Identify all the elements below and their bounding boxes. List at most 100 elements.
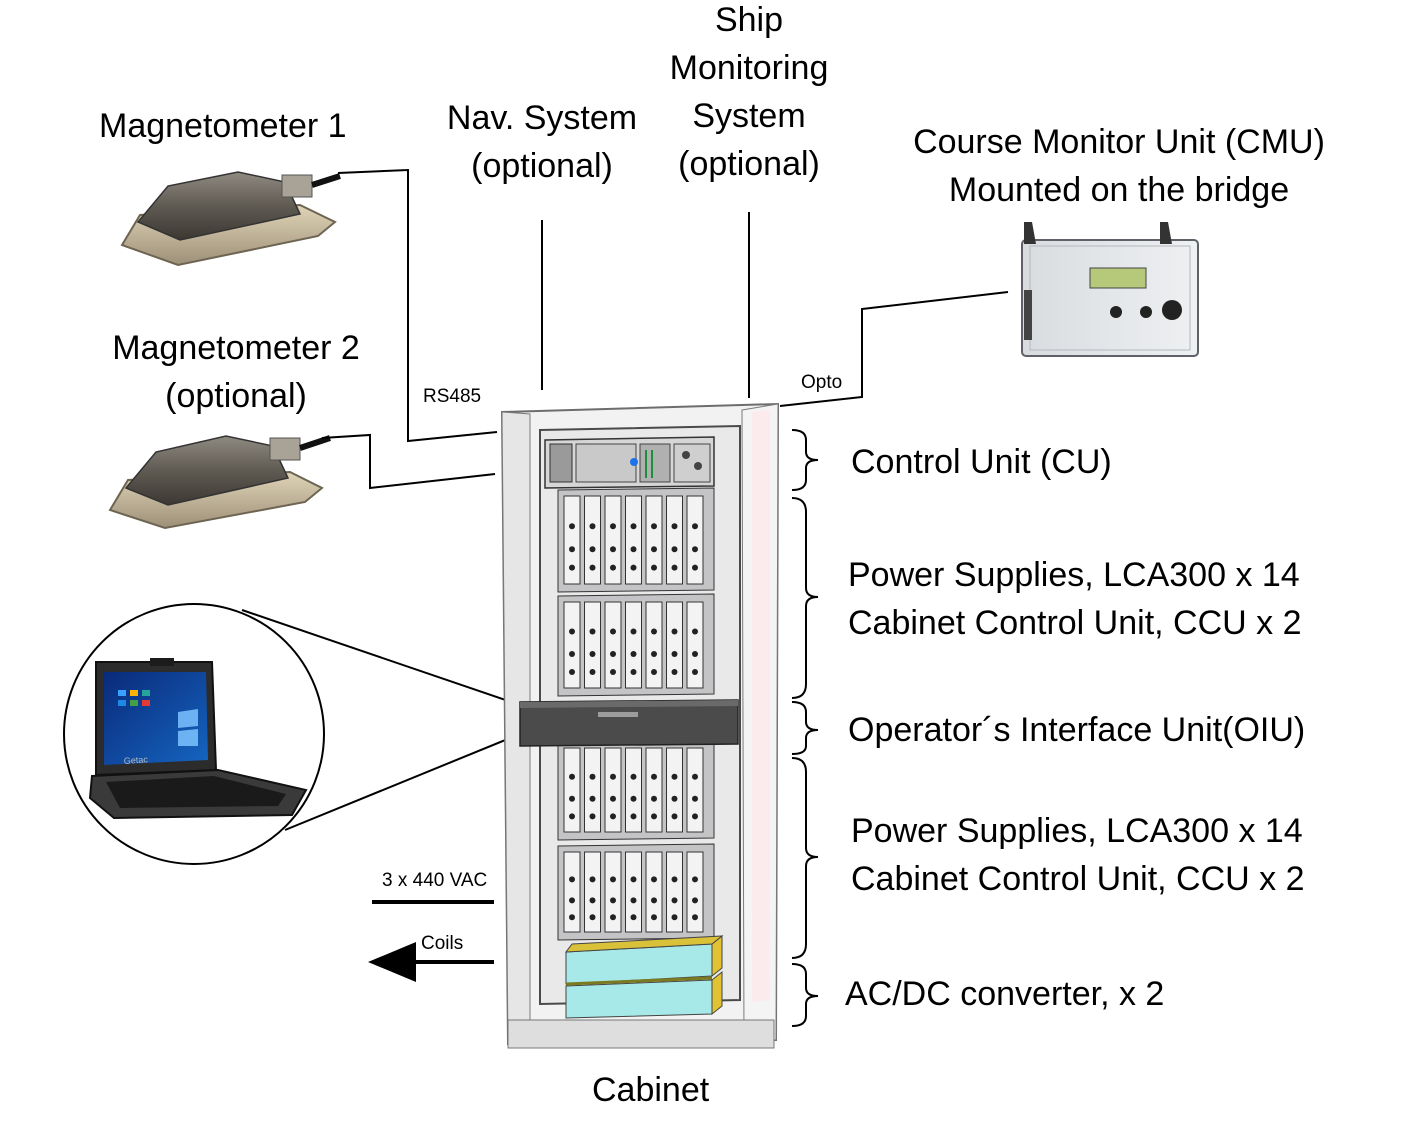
psu-module [625,747,642,833]
cmu-label-line2: Mounted on the bridge [948,171,1290,209]
psu-connector [692,651,698,657]
psu-connector [651,773,657,780]
psu-connector [671,651,678,657]
psu-connector [589,546,596,553]
psu-connector [569,914,575,921]
magnetometer-2-label-line2: (optional) [165,377,307,415]
psu-connector [671,564,678,571]
connection-lines [241,168,1009,831]
psu-module [645,495,663,585]
control-unit-label: Control Unit (CU) [851,443,1112,481]
bracket-oiu [791,701,819,755]
laptop-zoom: Getac [63,603,325,865]
psu-module [563,851,581,933]
psu-module [686,747,704,833]
oiu-drawer [519,699,739,747]
psu-connector [630,628,637,635]
psu-connector [610,897,616,904]
psu-connector [610,813,616,820]
oiu-label: Operator´s Interface Unit(OIU) [848,711,1306,749]
ship-monitoring-label-line2: Monitoring [669,49,829,87]
psu-connector [569,546,575,553]
psu-connector [589,773,596,780]
bracket-ps2 [791,757,819,959]
magnetometer-2-image [108,435,331,530]
psu-connector [692,876,698,883]
psu-connector [630,876,637,883]
ship-monitoring-label-line4: (optional) [678,145,820,183]
laptop-zoom-line-2 [284,733,521,831]
psu-connector [671,628,678,635]
psu-connector [610,546,616,553]
psu-connector [692,669,698,675]
acdc-converters [564,934,724,1019]
psu-connector [569,564,575,571]
psu-module [686,851,704,933]
cabinet-image [500,402,780,1049]
psu-connector [671,795,678,802]
psu-module [666,601,683,689]
psu-connector [671,773,678,780]
power-supplies-2-line2: Cabinet Control Unit, CCU x 2 [851,860,1305,898]
psu-module [645,747,663,833]
cmu-label: Course Monitor Unit (CMU) Mounted on the… [888,118,1350,214]
rs485-label: RS485 [423,386,482,407]
psu-connector [610,914,616,921]
psu-module [645,601,663,689]
psu-connector [651,795,657,802]
nav-system-label-line2: (optional) [471,147,613,185]
psu-module [645,851,663,933]
psu-connector [651,897,657,904]
psu-connector [692,523,698,530]
psu-connector [610,651,616,657]
magnetometer-2-label: Magnetometer 2 (optional) [96,324,376,420]
psu-module [625,601,642,689]
psu-connector [569,813,575,820]
psu-connector [630,523,637,530]
cabinet-label: Cabinet [592,1071,710,1109]
psu-connector [589,564,596,571]
psu-connector [610,669,616,675]
mag1-rs485-line [337,168,498,443]
psu-connector [630,795,637,802]
psu-connector [589,651,596,657]
psu-connector [589,897,596,904]
psu-connector [569,795,575,802]
brackets [791,429,819,1027]
psu-connector [692,773,698,780]
psu-connector [569,628,575,635]
nav-system-label: Nav. System (optional) [440,94,644,190]
psu-module [584,495,601,585]
psu-connector [651,669,657,675]
svg-text:Getac: Getac [123,754,148,766]
nav-system-label-line1: Nav. System [446,99,638,137]
psu-connector [692,564,698,571]
bracket-ps1 [791,497,819,699]
psu-connector [589,523,596,530]
magnetometer-1-image [120,171,341,267]
psu-module [604,747,622,833]
psu-connector [630,669,637,675]
psu-module [584,747,601,833]
power-supplies-1-line1: Power Supplies, LCA300 x 14 [848,556,1300,594]
psu-modules [563,495,704,933]
power-supplies-2-label: Power Supplies, LCA300 x 14 Cabinet Cont… [851,807,1305,903]
psu-connector [589,813,596,820]
psu-connector [569,669,575,675]
psu-connector [630,897,637,904]
psu-connector [671,897,678,904]
power-supplies-1-line2: Cabinet Control Unit, CCU x 2 [848,604,1302,642]
psu-connector [692,813,698,820]
psu-connector [651,813,657,820]
psu-module [584,601,601,689]
psu-module [563,601,581,689]
bracket-acdc [791,963,819,1027]
psu-connector [630,914,637,921]
cmu-device-image [1021,222,1199,357]
bracket-cu [791,429,819,491]
psu-connector [651,564,657,571]
psu-connector [692,914,698,921]
psu-module [604,601,622,689]
coils-label: Coils [421,933,464,954]
